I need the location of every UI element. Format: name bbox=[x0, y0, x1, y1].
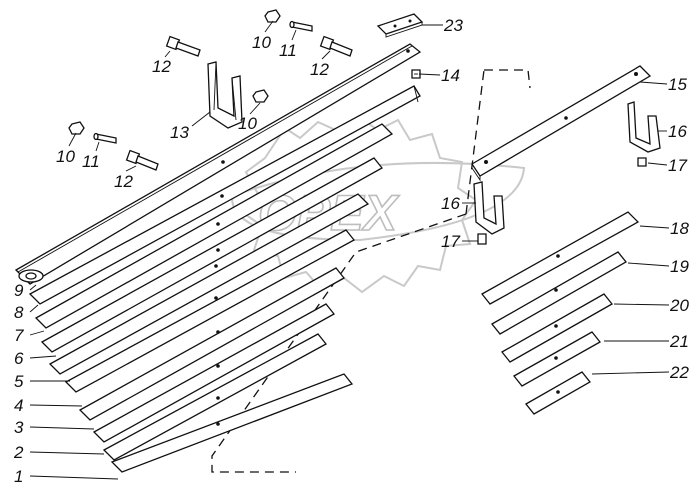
callout-leader-10 bbox=[68, 132, 77, 147]
callout-leader-12 bbox=[164, 50, 171, 58]
pin-11-lower bbox=[93, 132, 117, 144]
callout-label-3: 3 bbox=[14, 418, 24, 437]
leaf-spring-5 bbox=[48, 193, 370, 375]
leaf-spring-22 bbox=[525, 371, 591, 415]
leaf-spring-8 bbox=[28, 85, 421, 305]
callout-leader-11 bbox=[95, 141, 100, 152]
leaf-spring-15 bbox=[471, 65, 652, 182]
callout-leader-1 bbox=[29, 475, 119, 480]
callout-label-18: 18 bbox=[670, 219, 689, 238]
callout-label-7: 7 bbox=[14, 326, 24, 345]
callout-leader-12 bbox=[125, 165, 137, 172]
nut-10-middle bbox=[252, 89, 269, 103]
callout-label-16: 16 bbox=[441, 194, 460, 213]
spring-clamp-13 bbox=[207, 61, 243, 129]
leaf-spring-1 bbox=[102, 333, 327, 461]
leaf-spring-20 bbox=[501, 293, 613, 363]
callout-leader-20 bbox=[613, 303, 670, 306]
callout-leader-17 bbox=[647, 162, 668, 166]
callout-label-11: 11 bbox=[279, 41, 297, 60]
callout-label-15: 15 bbox=[668, 75, 687, 94]
leaf-spring-6 bbox=[40, 157, 383, 353]
callout-label-19: 19 bbox=[670, 257, 689, 276]
callout-label-5: 5 bbox=[14, 372, 24, 391]
callout-label-8: 8 bbox=[14, 303, 24, 322]
callout-leader-18 bbox=[639, 225, 670, 229]
callout-leader-22 bbox=[591, 371, 670, 375]
callout-leader-8 bbox=[29, 304, 39, 313]
callout-label-12: 12 bbox=[310, 60, 329, 79]
nut-10-lower bbox=[68, 121, 85, 135]
callout-label-9: 9 bbox=[14, 281, 24, 300]
callout-label-12: 12 bbox=[114, 172, 133, 191]
clamp-16-right bbox=[627, 101, 661, 153]
callout-label-20: 20 bbox=[669, 296, 689, 315]
leaf-spring-18 bbox=[481, 211, 640, 305]
fastener-14 bbox=[411, 69, 421, 79]
clamp-16-center bbox=[473, 181, 505, 235]
callout-leader-10 bbox=[264, 20, 274, 33]
callout-label-2: 2 bbox=[13, 443, 24, 462]
callout-label-10: 10 bbox=[56, 147, 75, 166]
leaf-spring-21 bbox=[513, 331, 601, 387]
plate-23 bbox=[376, 13, 424, 38]
callout-label-4: 4 bbox=[14, 396, 23, 415]
bolt-12-upper bbox=[165, 35, 201, 57]
callout-leader-10 bbox=[249, 102, 261, 115]
nut-10-upper bbox=[264, 9, 281, 23]
bolt-17-center bbox=[477, 233, 487, 245]
leaf-spring-3 bbox=[78, 267, 345, 421]
assembly-outline bbox=[211, 69, 531, 473]
leaf-spring-19 bbox=[491, 251, 627, 335]
callout-label-12: 12 bbox=[152, 57, 171, 76]
callout-label-13: 13 bbox=[170, 123, 189, 142]
bolt-17-right bbox=[637, 157, 647, 167]
callout-label-16: 16 bbox=[668, 122, 687, 141]
pin-11-upper bbox=[289, 20, 313, 32]
leaf-spring-4 bbox=[64, 229, 355, 393]
callout-leader-2 bbox=[29, 451, 105, 455]
callout-leader-12 bbox=[321, 50, 331, 60]
leaf-spring-2 bbox=[92, 303, 335, 443]
callout-label-10: 10 bbox=[252, 33, 271, 52]
callout-label-21: 21 bbox=[669, 332, 689, 351]
callout-label-22: 22 bbox=[669, 363, 689, 382]
callout-leader-3 bbox=[29, 426, 95, 430]
callout-label-14: 14 bbox=[441, 66, 460, 85]
callout-leader-9 bbox=[29, 284, 37, 291]
leaf-spring-bottom bbox=[110, 373, 354, 473]
callout-leader-19 bbox=[627, 262, 670, 267]
callout-leader-15 bbox=[639, 81, 668, 85]
callout-leader-14 bbox=[418, 73, 441, 76]
callout-label-10: 10 bbox=[238, 114, 257, 133]
leaf-spring-7 bbox=[34, 123, 394, 329]
callout-label-1: 1 bbox=[14, 467, 23, 486]
callout-label-17: 17 bbox=[441, 232, 460, 251]
callout-label-23: 23 bbox=[443, 16, 463, 35]
callout-label-11: 11 bbox=[82, 152, 100, 171]
callout-leader-11 bbox=[291, 29, 297, 41]
callout-leader-13 bbox=[191, 111, 211, 127]
callout-label-17: 17 bbox=[668, 156, 687, 175]
callout-leader-4 bbox=[29, 404, 83, 407]
callout-leader-6 bbox=[29, 355, 57, 359]
bolt-12-right bbox=[319, 35, 353, 57]
callout-leader-7 bbox=[29, 330, 45, 336]
bolt-12-lower bbox=[125, 149, 159, 171]
leaf-spring-9 bbox=[14, 43, 422, 285]
callout-label-6: 6 bbox=[14, 349, 24, 368]
